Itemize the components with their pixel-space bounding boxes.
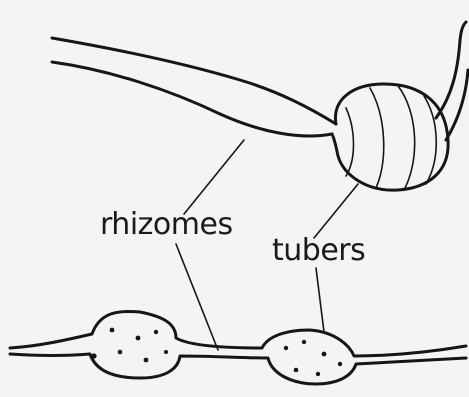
lower-rhizome — [10, 311, 466, 384]
upper-tuber — [332, 84, 448, 190]
tubers-label: tubers — [272, 236, 365, 266]
rhizomes-label: rhizomes — [100, 210, 233, 240]
upper-rhizome — [52, 38, 336, 136]
upper-shoot — [436, 22, 468, 140]
rhizomes-leader-lines — [176, 140, 244, 350]
lower-right-tuber-buds — [284, 340, 342, 376]
lower-left-tuber-buds — [91, 328, 168, 363]
